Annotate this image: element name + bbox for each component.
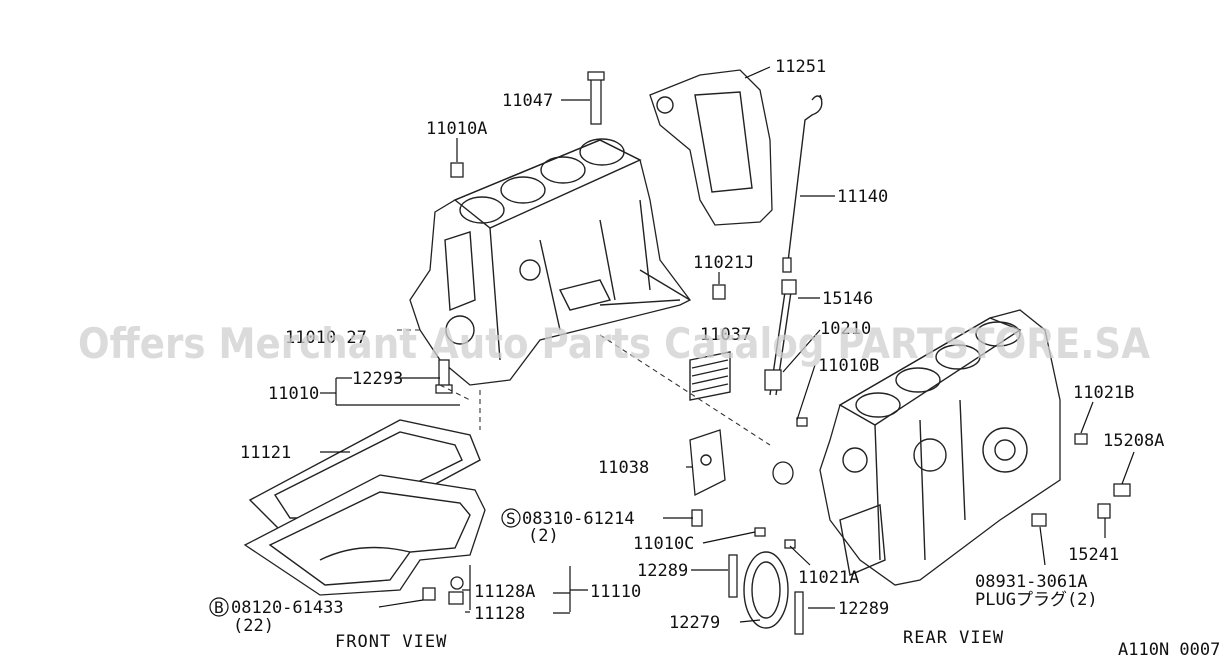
label-08931-3061a: 08931-3061A (975, 572, 1088, 592)
label-11021b: 11021B (1073, 383, 1134, 403)
drain-plug-washer (450, 576, 464, 590)
dowel-pin (450, 162, 464, 178)
label-08120-61433: 08120-61433 (231, 598, 344, 618)
label-11128: 11128 (474, 604, 525, 624)
label-11010-27: 11010 27 (285, 328, 367, 348)
rear-seal-strip (794, 591, 804, 635)
label-15241: 15241 (1068, 545, 1119, 565)
label-11128a: 11128A (474, 582, 535, 602)
core-heater (689, 351, 731, 401)
plug (712, 284, 726, 300)
label-11037: 11037 (700, 325, 751, 345)
label-15146: 15146 (822, 289, 873, 309)
label-11021j: 11021J (693, 253, 754, 273)
oil-filter-stud (1113, 483, 1131, 497)
pan-bolt (422, 587, 436, 601)
core-plug (772, 461, 794, 485)
label-11047: 11047 (502, 91, 553, 111)
label-12293: 12293 (352, 369, 403, 389)
label-08310-qty: (2) (528, 526, 559, 546)
label-11010: 11010 (268, 384, 319, 404)
rear-seal-strip (728, 554, 738, 598)
label-15208a: 15208A (1103, 431, 1164, 451)
label-11140: 11140 (837, 187, 888, 207)
label-12289-top: 12289 (637, 561, 688, 581)
label-11251: 11251 (775, 57, 826, 77)
drain-plug (448, 591, 464, 605)
bolt-12293 (435, 359, 453, 394)
watermark: Offers Merchant Auto Parts Catalog PARTS… (78, 319, 1150, 368)
drain-plug-block (1031, 513, 1047, 527)
rear-oil-seal (743, 551, 789, 629)
label-11010c: 11010C (633, 534, 694, 554)
label-11110: 11110 (590, 582, 641, 602)
label-b-mark: B (214, 598, 224, 617)
dowel-pin (796, 417, 808, 427)
dowel-pin (754, 527, 766, 537)
label-10210: 10210 (820, 319, 871, 339)
label-11021a: 11021A (798, 568, 859, 588)
label-08931-plug: PLUGプラグ(2) (975, 590, 1098, 610)
front-cover-plate (689, 429, 726, 527)
cylinder-block-front-view (409, 138, 691, 386)
leader-lines (320, 66, 1135, 623)
dowel-pin (784, 539, 796, 549)
label-s-mark: S (506, 509, 516, 528)
rear-view-caption: REAR VIEW (903, 628, 1004, 648)
label-11121: 11121 (240, 443, 291, 463)
oil-gauge-guide (764, 279, 797, 396)
label-11010a: 11010A (426, 119, 487, 139)
label-11038: 11038 (598, 458, 649, 478)
oil-level-gauge (782, 94, 823, 273)
cylinder-block-rear-view (819, 309, 1061, 586)
label-11010b: 11010B (818, 356, 879, 376)
label-12279: 12279 (669, 613, 720, 633)
label-08120-qty: (22) (233, 616, 274, 636)
b-mark-circle (209, 597, 229, 617)
label-12289-bottom: 12289 (838, 599, 889, 619)
front-view-caption: FRONT VIEW (335, 632, 447, 652)
head-bolt (587, 71, 605, 125)
label-08310-61214: 08310-61214 (522, 509, 635, 529)
figure-code: A110N 0007 (1118, 640, 1220, 660)
oil-pan (243, 474, 486, 596)
s-mark-circle (501, 508, 521, 528)
plug (1074, 433, 1088, 445)
oil-pressure-switch (1097, 503, 1111, 519)
